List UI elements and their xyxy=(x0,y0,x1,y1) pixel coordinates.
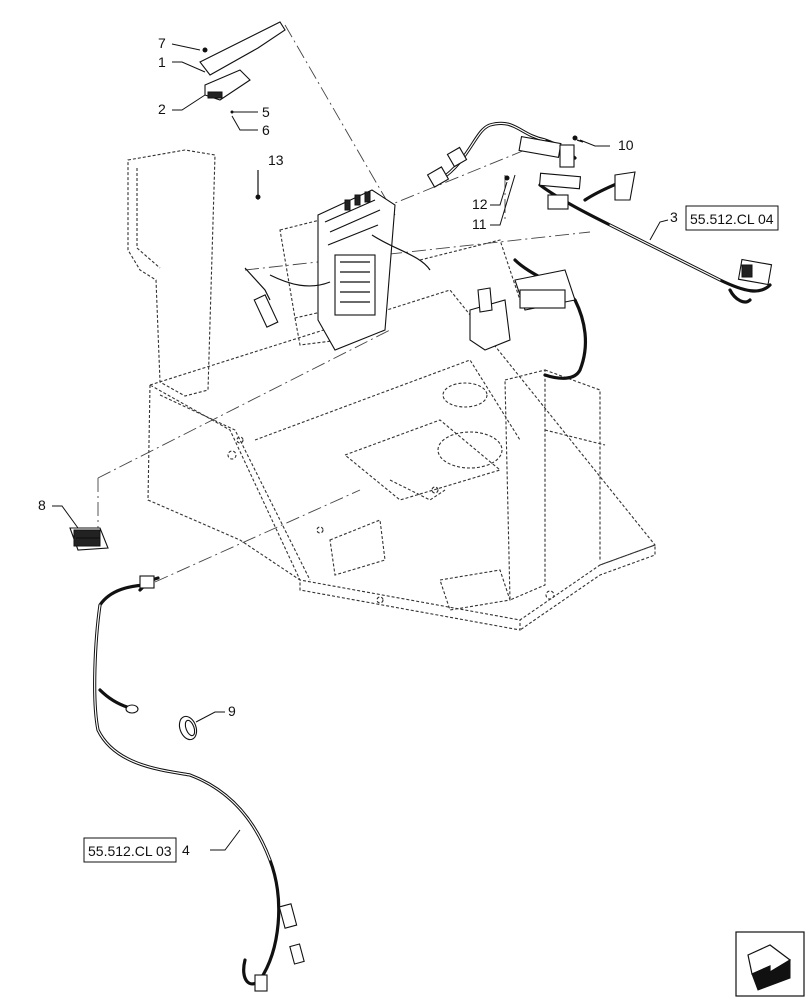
reference-box-harness-4[interactable]: 55.512.CL 03 xyxy=(83,837,177,863)
callout-9: 9 xyxy=(228,703,236,719)
callout-10: 10 xyxy=(618,137,634,153)
callout-5: 5 xyxy=(262,104,270,120)
reference-label-4[interactable]: 55.512.CL 03 xyxy=(88,843,172,859)
reference-label-3[interactable]: 55.512.CL 04 xyxy=(690,211,774,227)
callout-12: 12 xyxy=(472,196,488,212)
callout-8: 8 xyxy=(38,497,46,513)
wiring-harness-lower xyxy=(93,575,305,992)
fastener-clip xyxy=(255,170,261,200)
grommet xyxy=(178,715,198,741)
reference-box-harness-3[interactable]: 55.512.CL 04 xyxy=(685,205,779,231)
leader-lines xyxy=(52,43,669,851)
callout-1: 1 xyxy=(158,54,166,70)
callout-3: 3 xyxy=(670,209,678,225)
callout-11: 11 xyxy=(472,216,487,232)
callout-labels: 7 1 2 5 6 13 10 12 11 3 8 9 4 xyxy=(38,35,678,858)
callout-6: 6 xyxy=(262,122,270,138)
fuse-relay-box xyxy=(244,189,431,351)
callout-7: 7 xyxy=(158,35,166,51)
callout-2: 2 xyxy=(158,101,166,117)
fastener-screw xyxy=(572,135,584,143)
rocker-switch xyxy=(69,527,109,551)
control-module xyxy=(204,69,251,114)
callout-13: 13 xyxy=(268,152,284,168)
wiring-harness-upper xyxy=(426,121,773,380)
assembly-lines xyxy=(97,24,591,583)
cover-plate xyxy=(199,21,286,76)
callout-4: 4 xyxy=(182,842,190,858)
fastener-nut xyxy=(504,175,510,181)
navigation-arrow-icon[interactable] xyxy=(735,931,805,997)
machine-frame-outline xyxy=(127,149,656,631)
